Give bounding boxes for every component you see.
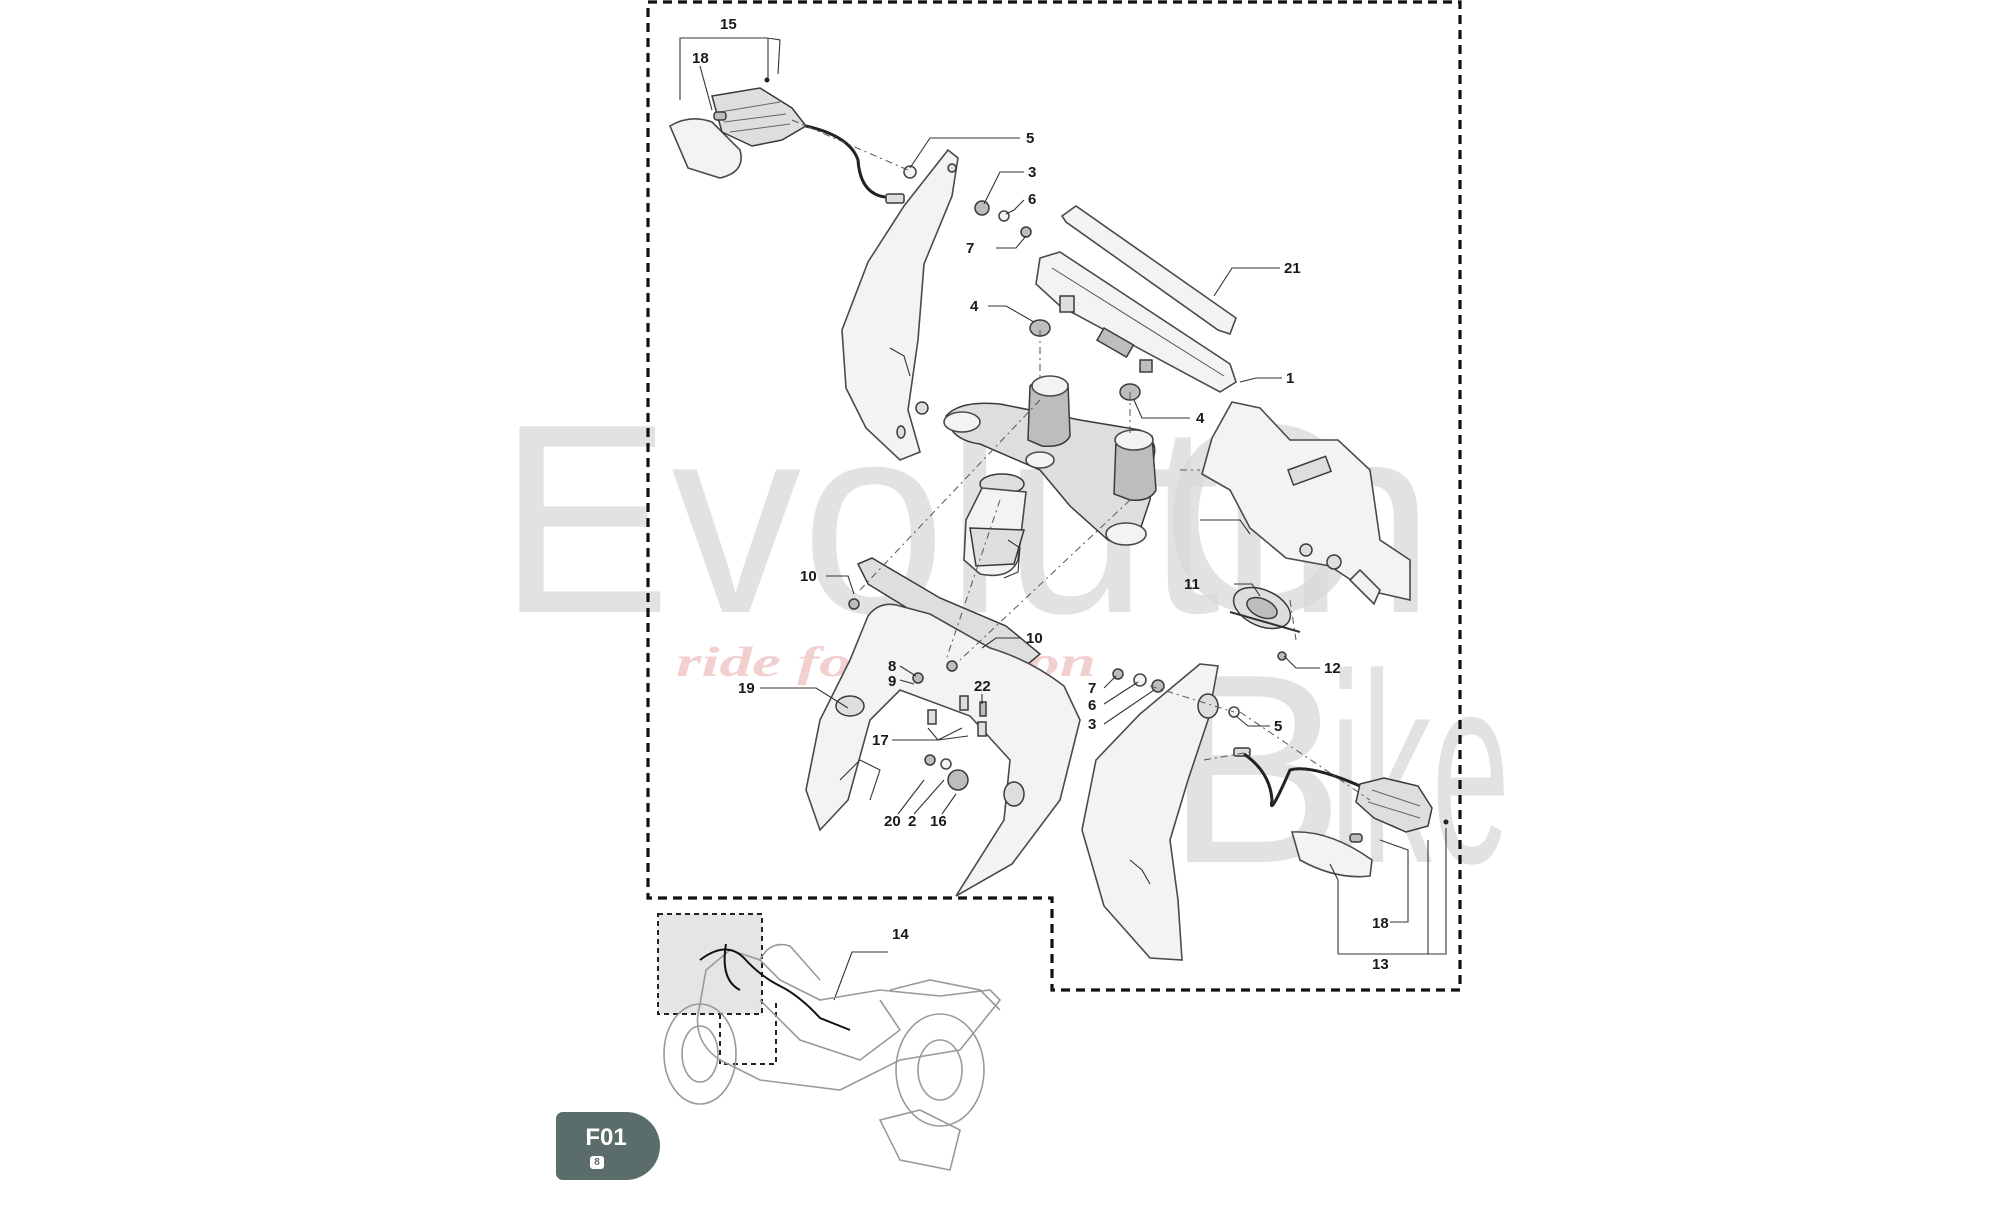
callout-6-upper: 6 <box>1028 191 1036 208</box>
callout-18-right: 18 <box>1372 915 1389 932</box>
callout-6-lower: 6 <box>1088 697 1096 714</box>
right-side-cover <box>1081 663 1219 961</box>
callout-20: 20 <box>884 813 901 830</box>
callout-3-upper: 3 <box>1028 164 1036 181</box>
screen-protector <box>1060 205 1237 336</box>
assembly-lines <box>791 119 1371 801</box>
callout-labels: 15 18 5 3 6 7 21 4 1 4 10 11 10 12 8 9 2… <box>692 16 1389 973</box>
callout-2: 2 <box>908 813 916 830</box>
callout-19: 19 <box>738 680 755 697</box>
left-side-cover <box>841 148 959 461</box>
page-code: F01 <box>585 1124 627 1151</box>
callout-12: 12 <box>1324 660 1341 677</box>
right-indicator <box>1233 747 1449 878</box>
callout-1: 1 <box>1286 370 1294 387</box>
callout-3-lower: 3 <box>1088 716 1096 733</box>
page-badge: F01 8 <box>556 1112 660 1180</box>
ignition-switch <box>963 473 1027 579</box>
motorcycle-overview <box>657 913 1002 1171</box>
fasteners <box>848 165 1287 791</box>
left-indicator <box>668 77 905 204</box>
assembly-boundary <box>646 0 1462 992</box>
callout-7-upper: 7 <box>966 240 974 257</box>
callout-5-lower: 5 <box>1274 718 1282 735</box>
bracket-and-fairing <box>805 557 1081 897</box>
triple-clamp <box>943 375 1157 546</box>
callout-16: 16 <box>930 813 947 830</box>
callout-10-left: 10 <box>800 568 817 585</box>
frame-section <box>1200 401 1411 606</box>
callout-14: 14 <box>892 926 909 943</box>
callout-15: 15 <box>720 16 737 33</box>
callout-17: 17 <box>872 732 889 749</box>
callout-7-lower: 7 <box>1088 680 1096 697</box>
callout-18-left: 18 <box>692 50 709 67</box>
callout-22: 22 <box>974 678 991 695</box>
callout-13: 13 <box>1372 956 1389 973</box>
callout-8: 8 <box>888 658 896 675</box>
horn <box>1229 586 1301 633</box>
page-sub-badge: 8 <box>590 1156 604 1169</box>
callout-4-lower: 4 <box>1196 410 1205 427</box>
callout-4-upper: 4 <box>970 298 979 315</box>
leader-lines <box>679 37 1447 1001</box>
callout-9: 9 <box>888 673 896 690</box>
callout-5-upper: 5 <box>1026 130 1034 147</box>
instrument-cluster <box>1035 251 1237 393</box>
callout-11: 11 <box>1184 576 1200 593</box>
callout-21: 21 <box>1284 260 1301 277</box>
callout-10-right: 10 <box>1026 630 1043 647</box>
